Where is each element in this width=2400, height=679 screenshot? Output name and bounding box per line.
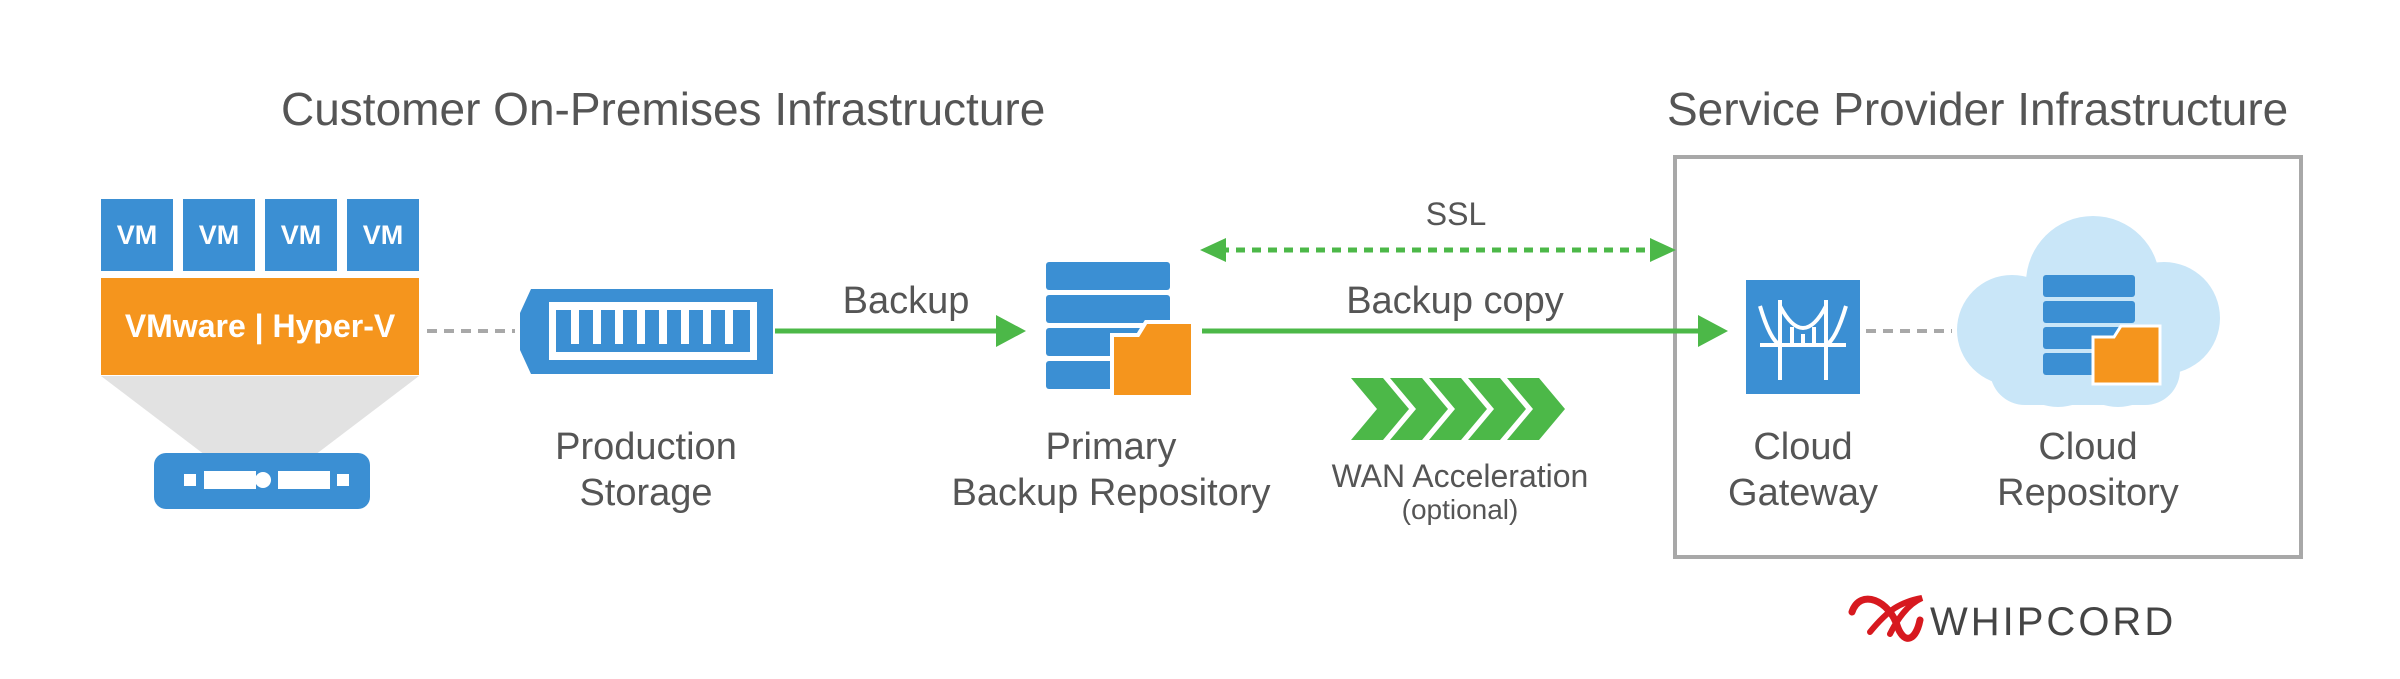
hypervisor-host: VM VM VM VM VMware | Hyper-V: [101, 199, 421, 519]
customer-title: Customer On-Premises Infrastructure: [281, 83, 1046, 135]
ssl-label: SSL: [1425, 196, 1487, 232]
ssl-arrow: [1200, 238, 1676, 262]
primary-repository-icon: [1046, 262, 1195, 399]
wan-acceleration-label: WAN Acceleration: [1331, 458, 1589, 494]
provider-title: Service Provider Infrastructure: [1667, 83, 2289, 135]
wan-optional-note: (optional): [1401, 494, 1519, 525]
server-icon: [154, 453, 370, 509]
whipcord-wordmark: WHIPCORD: [1930, 600, 2177, 644]
provider-frame: [1673, 155, 2303, 559]
wan-acceleration-icon: [1351, 378, 1565, 440]
cloud-gateway-label: Cloud Gateway: [1728, 426, 1878, 514]
backup-copy-label: Backup copy: [1346, 280, 1564, 322]
whipcord-logo-icon: [1848, 595, 1924, 642]
backup-copy-arrow: [1202, 315, 1728, 347]
vm-tile: VM: [265, 199, 337, 271]
backup-label: Backup: [842, 280, 970, 322]
hypervisor-platform-label: VMware | Hyper-V: [101, 278, 419, 375]
backup-arrow: [775, 315, 1026, 347]
vm-tile: VM: [347, 199, 419, 271]
cloud-gateway-icon: [1746, 280, 1860, 394]
production-storage-label: Production Storage: [555, 426, 737, 514]
vm-tile: VM: [183, 199, 255, 271]
primary-repository-label: Primary Backup Repository: [951, 426, 1271, 514]
storage-icon: [520, 289, 773, 374]
host-projection: [101, 376, 419, 455]
vm-tile: VM: [101, 199, 173, 271]
cloud-repository-icon: [1957, 216, 2220, 407]
cloud-repository-label: Cloud Repository: [1997, 426, 2179, 514]
